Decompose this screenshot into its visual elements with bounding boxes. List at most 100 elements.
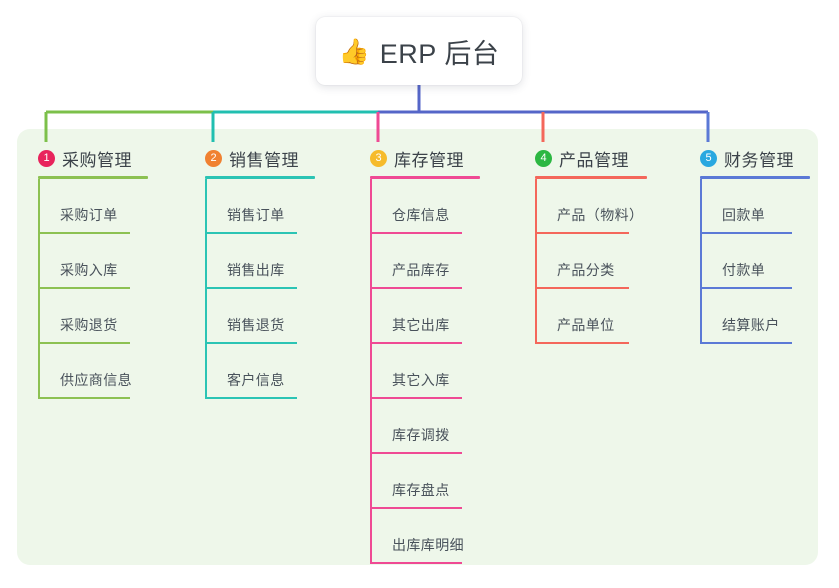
branch-item-label: 仓库信息	[392, 207, 450, 223]
branch-item-label: 采购退货	[60, 317, 118, 333]
branch-column-4: 4 产品管理产品（物料） 产品分类产品单位	[535, 145, 647, 344]
branch-item[interactable]: 产品分类	[535, 234, 647, 289]
branch-index-badge: 5	[700, 149, 717, 167]
branch-item-underline	[370, 232, 462, 234]
branch-item[interactable]: 库存调拨	[370, 399, 480, 454]
branch-item[interactable]: 采购入库	[38, 234, 148, 289]
branch-item[interactable]: 客户信息	[205, 344, 315, 399]
branch-spine	[700, 179, 702, 344]
thumbs-up-icon: 👍	[338, 36, 370, 66]
branch-item[interactable]: 仓库信息	[370, 179, 480, 234]
branch-item[interactable]: 采购退货	[38, 289, 148, 344]
branch-item[interactable]: 结算账户	[700, 289, 810, 344]
branch-header-3[interactable]: 3 库存管理	[370, 145, 480, 171]
branch-item-underline	[535, 287, 629, 289]
branch-underline	[205, 176, 315, 179]
branch-item-underline	[205, 397, 297, 399]
branch-item-underline	[370, 342, 462, 344]
branch-item[interactable]: 回款单	[700, 179, 810, 234]
branch-title: 采购管理	[62, 150, 132, 170]
branch-item[interactable]: 其它入库	[370, 344, 480, 399]
branch-item-label: 销售退货	[227, 317, 285, 333]
branch-item-underline	[38, 232, 130, 234]
branch-item-underline	[700, 342, 792, 344]
branch-item-label: 库存调拨	[392, 427, 450, 443]
branch-item-underline	[205, 342, 297, 344]
branch-item-underline	[700, 287, 792, 289]
branch-item[interactable]: 产品库存	[370, 234, 480, 289]
branch-item-label: 库存盘点	[392, 482, 450, 498]
branch-spine	[38, 179, 40, 399]
branch-item-underline	[370, 452, 462, 454]
branch-item-label: 其它入库	[392, 372, 450, 388]
branch-item[interactable]: 库存盘点	[370, 454, 480, 509]
branch-items: 回款单付款单结算账户	[700, 179, 810, 344]
branch-item-underline	[535, 232, 629, 234]
branch-item[interactable]: 销售订单	[205, 179, 315, 234]
branch-item-underline	[38, 287, 130, 289]
branch-items: 采购订单采购入库采购退货供应商信息	[38, 179, 148, 399]
branch-spine	[205, 179, 207, 399]
branch-item[interactable]: 采购订单	[38, 179, 148, 234]
root-node-content: 👍 ERP 后台	[339, 32, 500, 71]
branch-item[interactable]: 其它出库	[370, 289, 480, 344]
branch-index-badge: 4	[535, 149, 552, 167]
branch-items: 仓库信息产品库存其它出库其它入库库存调拨库存盘点出库库明细	[370, 179, 480, 564]
branch-spine	[535, 179, 537, 344]
branch-item-label: 客户信息	[227, 372, 285, 388]
branch-header-1[interactable]: 1 采购管理	[38, 145, 148, 171]
branch-item-label: 供应商信息	[60, 372, 132, 388]
branch-item[interactable]: 销售退货	[205, 289, 315, 344]
branch-column-5: 5 财务管理回款单付款单结算账户	[700, 145, 810, 344]
branch-item[interactable]: 产品（物料）	[535, 179, 647, 234]
branch-underline	[38, 176, 148, 179]
branch-item-label: 出库库明细	[392, 537, 464, 553]
diagram-panel	[17, 129, 818, 565]
branch-item-label: 回款单	[722, 207, 766, 223]
branch-item-label: 采购入库	[60, 262, 118, 278]
branch-item-underline	[38, 342, 130, 344]
branch-item-label: 产品库存	[392, 262, 450, 278]
branch-items: 销售订单销售出库销售退货客户信息	[205, 179, 315, 399]
branch-spine	[370, 179, 372, 564]
branch-item-label: 销售出库	[227, 262, 285, 278]
branch-item-label: 付款单	[722, 262, 766, 278]
branch-column-1: 1 采购管理采购订单采购入库采购退货供应商信息	[38, 145, 148, 399]
branch-header-5[interactable]: 5 财务管理	[700, 145, 810, 171]
branch-item-underline	[38, 397, 130, 399]
branch-item-underline	[370, 507, 462, 509]
branch-item-underline	[205, 287, 297, 289]
branch-item-label: 其它出库	[392, 317, 450, 333]
branch-item-underline	[205, 232, 297, 234]
branch-item[interactable]: 产品单位	[535, 289, 647, 344]
branch-title: 财务管理	[724, 150, 794, 170]
branch-underline	[370, 176, 480, 179]
branch-item-label: 采购订单	[60, 207, 118, 223]
branch-column-3: 3 库存管理仓库信息产品库存其它出库其它入库库存调拨库存盘点出库库明细	[370, 145, 480, 564]
branch-underline	[535, 176, 647, 179]
branch-item[interactable]: 付款单	[700, 234, 810, 289]
branch-item-underline	[370, 397, 462, 399]
branch-item[interactable]: 销售出库	[205, 234, 315, 289]
branch-index-badge: 3	[370, 149, 387, 167]
branch-item-label: 产品（物料）	[557, 207, 644, 223]
branch-item-label: 结算账户	[722, 317, 780, 333]
branch-index-badge: 1	[38, 149, 55, 167]
branch-item-label: 产品分类	[557, 262, 615, 278]
branch-item-underline	[535, 342, 629, 344]
branch-item[interactable]: 出库库明细	[370, 509, 480, 564]
branch-item-underline	[370, 287, 462, 289]
branch-title: 库存管理	[394, 150, 464, 170]
root-node-erp-backend[interactable]: 👍 ERP 后台	[316, 17, 522, 85]
branch-index-badge: 2	[205, 149, 222, 167]
branch-title: 产品管理	[559, 150, 629, 170]
branch-item[interactable]: 供应商信息	[38, 344, 148, 399]
branch-header-4[interactable]: 4 产品管理	[535, 145, 647, 171]
branch-item-label: 产品单位	[557, 317, 615, 333]
branch-underline	[700, 176, 810, 179]
branch-item-underline	[370, 562, 462, 564]
root-node-title: ERP 后台	[379, 38, 500, 69]
